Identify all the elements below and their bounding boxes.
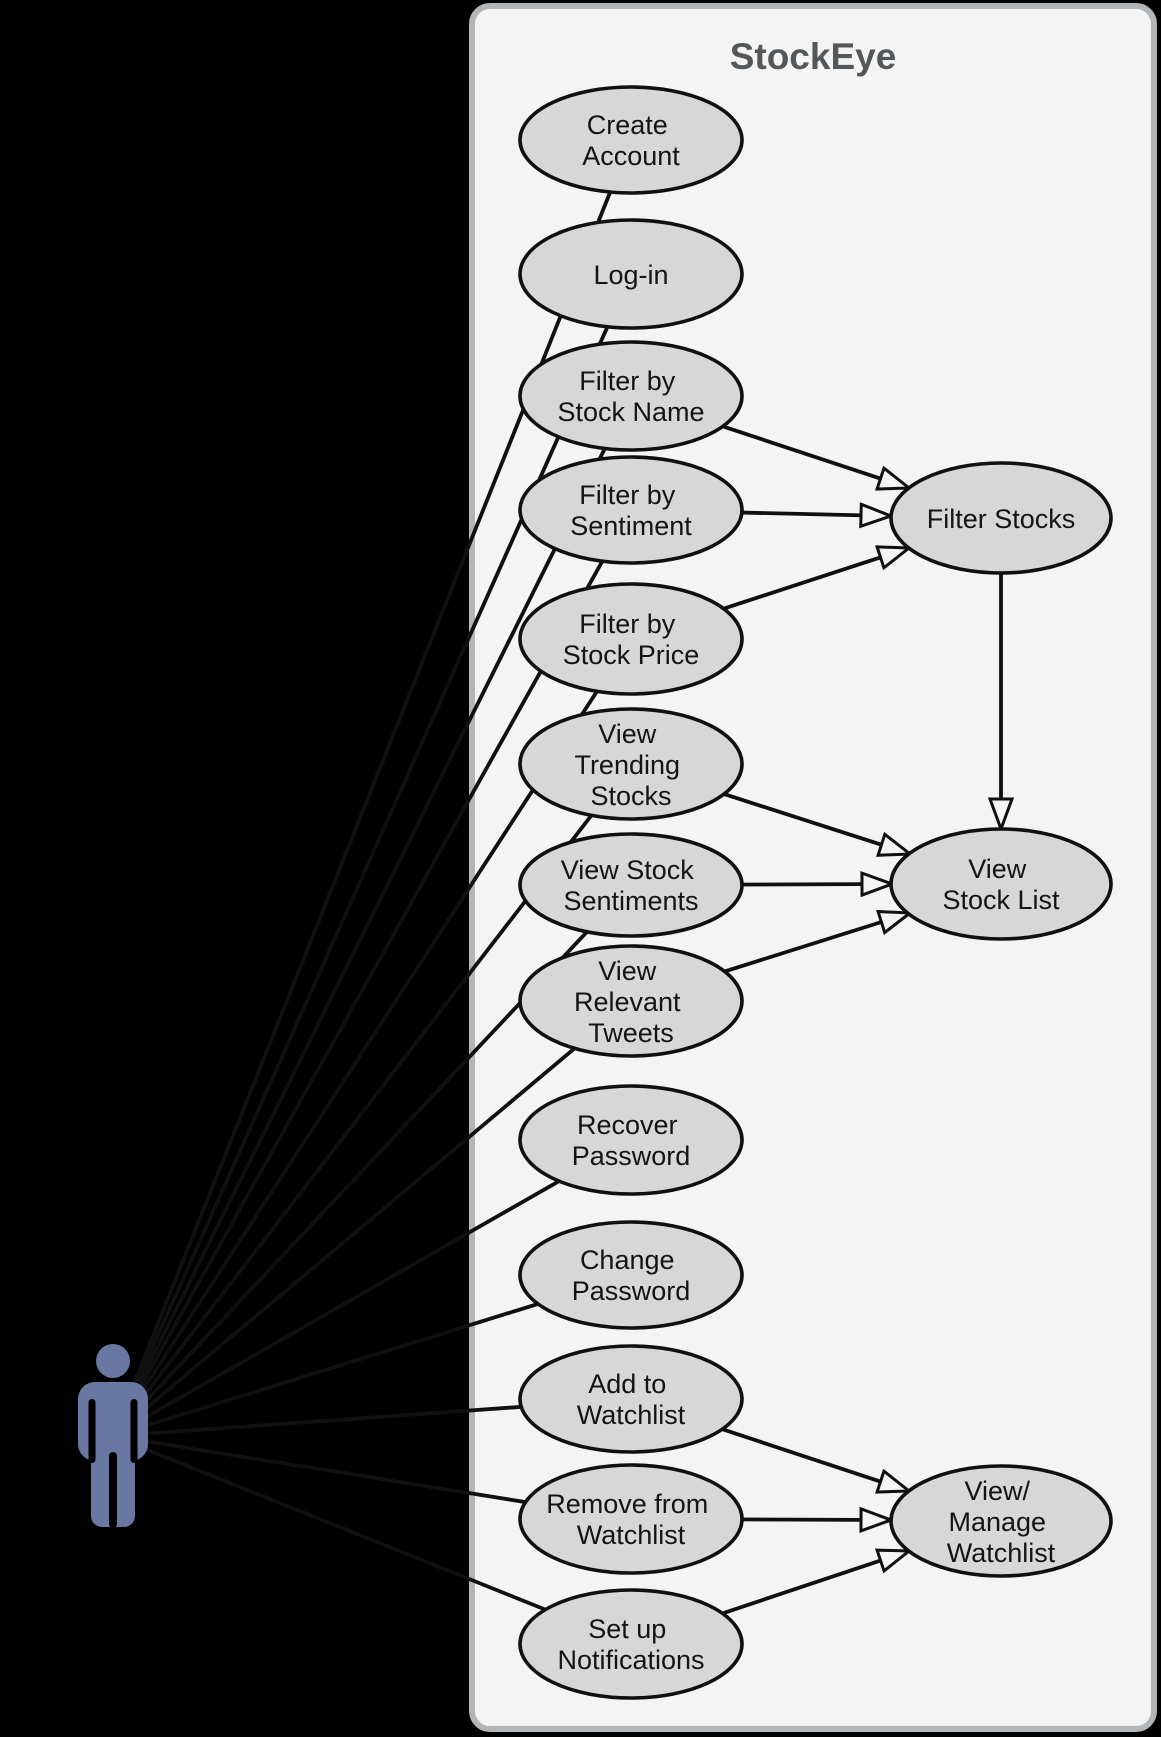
association-view-relevant-tweets [111,999,633,1438]
usecase-view-relevant-tweets-shape [518,944,744,1058]
usecase-remove-from-watchlist-label: Watchlist [577,1520,686,1550]
usecase-filter-by-stock-price-label: Filter by [579,609,676,639]
svg-text:Filter by Stock Price: Filter by Stock Price [563,609,700,670]
usecase-add-to-watchlist-shape [518,1344,744,1454]
usecase-set-up-notifications-label: Set up [588,1614,666,1644]
svg-text:Filter Stocks: Filter Stocks [927,504,1076,534]
usecase-view-manage-watchlist-shape [889,1464,1113,1578]
svg-text:View Relevant: View Relevant Tweets [574,956,688,1048]
actor-user [78,1344,148,1528]
usecase-filter-by-stock-name-label: Filter by [579,366,676,396]
usecase-create-account-label: Create [587,110,668,140]
svg-text:Log-in: Log-in [593,260,668,290]
svg-text:View Trending: View Trending Stocks [574,719,687,811]
usecase-view-stock-list: View Stock List [889,827,1113,941]
usecase-view-stock-sentiments-label: Sentiments [563,886,698,916]
svg-text:Recover Password: Recover Password [572,1110,691,1171]
usecase-view-stock-list-label: Stock List [942,885,1060,915]
usecase-view-trending-stocks-shape [518,707,744,821]
usecase-view-manage-watchlist-label: View/ [964,1476,1030,1506]
usecase-filter-stocks-label: Filter Stocks [927,504,1076,534]
svg-text:Set up Notifications: Set up Notifications [557,1614,704,1675]
usecase-change-password-label: Change [580,1245,675,1275]
usecase-view-trending-stocks-label: Stocks [590,781,671,811]
usecase-filter-stocks-shape [889,461,1113,575]
usecase-filter-by-stock-name: Filter by Stock Name [518,340,744,452]
usecase-change-password-shape [518,1220,744,1330]
usecase-create-account-shape [518,85,744,195]
usecase-view-stock-sentiments-shape [518,832,744,938]
svg-text:Add to Watchlist: Add to Watchlist [577,1369,686,1430]
usecase-view-relevant-tweets-label: Tweets [588,1018,674,1048]
usecase-recover-password-label: Recover [577,1110,678,1140]
usecase-recover-password-shape [518,1084,744,1196]
use-case-nodes: Create Account Log-in Filter by Stock Na… [518,85,1113,1700]
usecase-filter-stocks: Filter Stocks [889,461,1113,575]
svg-text:Filter by Sentiment: Filter by Sentiment [570,480,692,541]
usecase-remove-from-watchlist-shape [518,1463,744,1575]
usecase-view-trending-stocks-label: Trending [574,750,680,780]
usecase-add-to-watchlist-label: Watchlist [577,1400,686,1430]
usecase-log-in-label: Log-in [593,260,668,290]
usecase-filter-by-sentiment-label: Filter by [579,480,676,510]
usecase-view-stock-list-label: View [968,854,1027,884]
usecase-view-relevant-tweets-label: View [598,956,657,986]
usecase-set-up-notifications-shape [518,1588,744,1700]
usecase-log-in: Log-in [518,218,744,330]
usecase-filter-by-stock-price-shape [518,582,744,696]
svg-text:Filter by Stock Name: Filter by Stock Name [557,366,704,427]
system-title: StockEye [730,36,897,77]
usecase-view-manage-watchlist: View/ Manage Watchlist [889,1464,1113,1578]
usecase-set-up-notifications: Set up Notifications [518,1588,744,1700]
svg-text:View Stock Sentiments: View Stock Sentiments [561,855,702,916]
usecase-create-account-label: Account [582,141,680,171]
usecase-set-up-notifications-label: Notifications [557,1645,704,1675]
svg-text:View/ Manage W: View/ Manage Watchlist [947,1476,1056,1568]
usecase-recover-password-label: Password [572,1141,691,1171]
usecase-add-to-watchlist: Add to Watchlist [518,1344,744,1454]
usecase-view-stock-sentiments-label: View Stock [561,855,695,885]
usecase-filter-by-stock-name-shape [518,340,744,452]
usecase-view-manage-watchlist-label: Watchlist [947,1538,1056,1568]
usecase-view-trending-stocks-label: View [598,719,657,749]
svg-text:View Stock List: View Stock List [942,854,1060,915]
usecase-create-account: Create Account [518,85,744,195]
usecase-filter-by-sentiment: Filter by Sentiment [518,455,744,565]
svg-text:Change Password: Change Password [572,1245,691,1306]
association-filter-by-stock-name [111,395,633,1437]
usecase-filter-by-stock-name-label: Stock Name [557,397,704,427]
usecase-add-to-watchlist-label: Add to [588,1369,666,1399]
usecase-change-password-label: Password [572,1276,691,1306]
person-icon [78,1344,148,1528]
usecase-view-manage-watchlist-label: Manage [948,1507,1046,1537]
usecase-view-stock-list-shape [889,827,1113,941]
usecase-filter-by-sentiment-label: Sentiment [570,511,692,541]
usecase-view-stock-sentiments: View Stock Sentiments [518,832,744,938]
usecase-remove-from-watchlist: Remove from Watchlist [518,1463,744,1575]
usecase-filter-by-sentiment-shape [518,455,744,565]
association-create-account [111,139,633,1437]
usecase-filter-by-stock-price-label: Stock Price [563,640,700,670]
usecase-filter-by-stock-price: Filter by Stock Price [518,582,744,696]
usecase-change-password: Change Password [518,1220,744,1330]
svg-text:Remove from Watchlist: Remove from Watchlist [546,1489,716,1550]
usecase-view-relevant-tweets: View Relevant Tweets [518,944,744,1058]
association-log-in [111,273,633,1437]
usecase-recover-password: Recover Password [518,1084,744,1196]
usecase-view-relevant-tweets-label: Relevant [574,987,681,1017]
usecase-log-in-shape [518,218,744,330]
svg-text:Create Account: Create Account [582,110,680,171]
usecase-view-trending-stocks: View Trending Stocks [518,707,744,821]
association-recover-password [112,1138,632,1438]
usecase-remove-from-watchlist-label: Remove from [546,1489,708,1519]
